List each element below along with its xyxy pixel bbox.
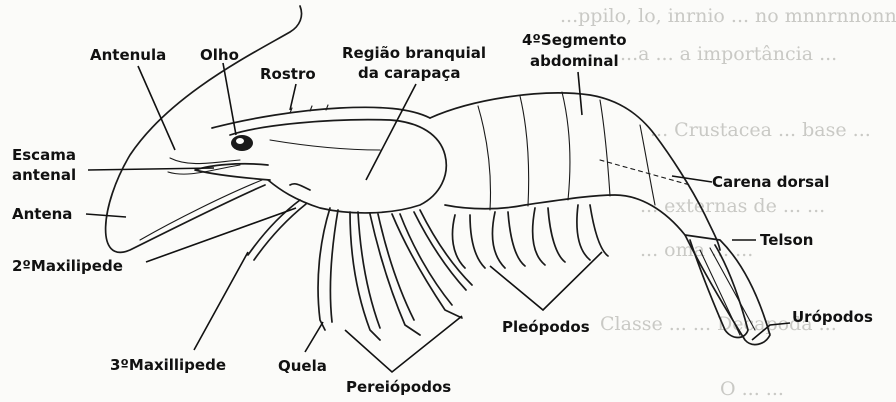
label-olho: Olho <box>200 46 239 64</box>
rostrum-drawing <box>212 107 430 128</box>
label-antena: Antena <box>12 205 72 223</box>
label-rostro: Rostro <box>260 65 316 83</box>
pleopods-drawing <box>452 205 608 268</box>
label-regiao-line2: da carapaça <box>358 64 461 82</box>
label-maxilipede3: 3ºMaxillipede <box>110 356 226 374</box>
leader-pleopodos <box>490 252 602 310</box>
label-quela: Quela <box>278 357 327 375</box>
pereiopods-drawing <box>318 208 472 340</box>
label-escama-line1: Escama <box>12 146 76 164</box>
label-pleopodos: Pleópodos <box>502 318 590 336</box>
leader-quela <box>305 322 323 352</box>
carapace-drawing <box>230 120 446 213</box>
label-segmento-line1: 4ºSegmento <box>522 31 627 49</box>
abdomen-drawing <box>430 93 720 250</box>
leader-maxilipede3 <box>194 252 248 350</box>
bg-line-1: ...ppilo, lo, inrnio ... no mnnrnnonn ..… <box>560 5 896 27</box>
leader-regiao <box>366 84 416 180</box>
label-segmento-line2: abdominal <box>530 52 619 70</box>
antenna-drawing <box>106 6 302 252</box>
label-escama-line2: antenal <box>12 166 76 184</box>
leader-rostro <box>290 84 296 110</box>
label-pereiopodos: Pereiópodos <box>346 378 451 396</box>
label-antenula: Antenula <box>90 46 166 64</box>
bg-line-4: ... externas de ... ... <box>640 195 825 217</box>
bg-line-7: O ... ... <box>720 378 784 400</box>
label-uropodos: Urópodos <box>792 308 873 326</box>
label-carena-dorsal: Carena dorsal <box>712 173 829 191</box>
label-telson: Telson <box>760 231 813 249</box>
bg-line-3: ... Crustacea ... base ... <box>650 119 871 141</box>
leader-pereiopodos <box>345 316 462 372</box>
label-regiao-line1: Região branquial <box>342 44 486 62</box>
label-maxilipede2: 2ºMaxilipede <box>12 257 123 275</box>
bg-line-2: ...a ... a importância ... <box>620 43 837 65</box>
